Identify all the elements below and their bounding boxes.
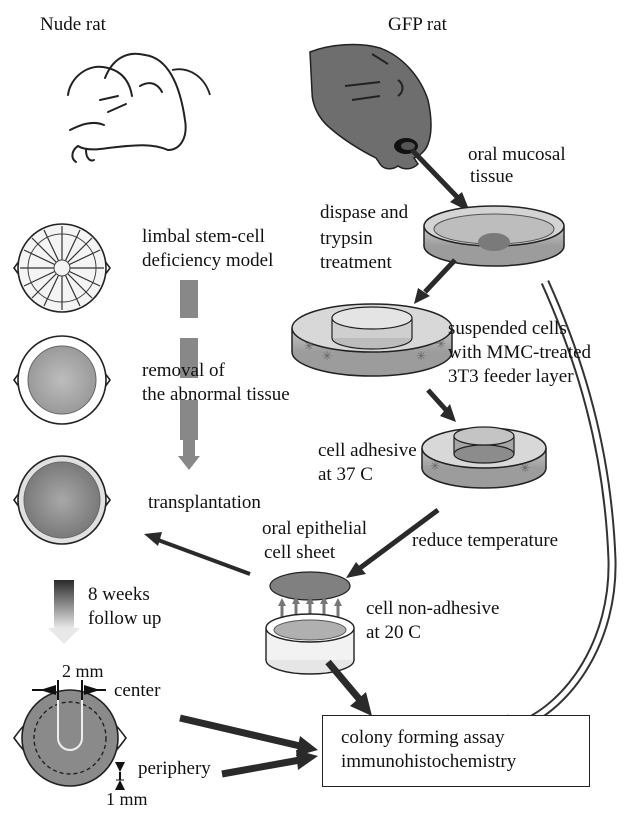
svg-text:✳: ✳ bbox=[322, 349, 332, 363]
suspended-label-line1: suspended cells bbox=[448, 318, 567, 340]
svg-text:✳: ✳ bbox=[436, 337, 446, 351]
arrow-dish1-to-dish2 bbox=[425, 260, 455, 292]
periphery-label: periphery bbox=[138, 758, 211, 780]
suspended-label-line2: with MMC-treated bbox=[448, 342, 591, 364]
adhesive-label-line2: at 37 C bbox=[318, 464, 373, 486]
follow-up-label-line1: 8 weeks bbox=[88, 584, 150, 606]
dish-adhesive-icon: ✳ ✳ bbox=[422, 427, 546, 488]
measure-1mm bbox=[115, 762, 125, 790]
removal-label-line1: removal of bbox=[142, 360, 225, 382]
svg-text:✳: ✳ bbox=[304, 339, 314, 353]
nude-rat-title: Nude rat bbox=[40, 14, 106, 36]
eye-analysis-icon bbox=[14, 690, 126, 786]
limbal-label-line1: limbal stem-cell bbox=[142, 226, 265, 248]
assay-line2: immunohistochemistry bbox=[341, 750, 589, 774]
eye-transplant-icon bbox=[14, 456, 110, 544]
limbal-label-line2: deficiency model bbox=[142, 250, 273, 272]
arrow-to-transplant bbox=[178, 456, 200, 470]
arrow-periphery-to-assay bbox=[222, 760, 300, 774]
removal-label-line2: the abnormal tissue bbox=[142, 384, 290, 406]
two-mm-label: 2 mm bbox=[62, 660, 104, 682]
arrow-center-to-assay bbox=[180, 718, 300, 746]
cell-sheet-icon bbox=[270, 572, 350, 620]
arrow-dish2-to-dish3 bbox=[428, 390, 446, 410]
svg-text:✳: ✳ bbox=[430, 459, 440, 473]
center-label: center bbox=[114, 680, 160, 702]
eye-lscd-icon bbox=[14, 224, 110, 312]
one-mm-label: 1 mm bbox=[106, 788, 148, 810]
cell-sheet-label-line1: oral epithelial bbox=[262, 518, 367, 540]
suspended-label-line3: 3T3 feeder layer bbox=[448, 366, 574, 388]
cell-sheet-label-line2: cell sheet bbox=[264, 542, 335, 564]
nude-rat-icon bbox=[68, 54, 186, 162]
oral-mucosal-label-line2: tissue bbox=[470, 166, 513, 188]
reduce-temperature-label: reduce temperature bbox=[412, 530, 558, 552]
dish-tissue-icon bbox=[424, 206, 564, 266]
follow-up-bar bbox=[54, 580, 74, 628]
svg-text:✳: ✳ bbox=[416, 349, 426, 363]
adhesive-label-line1: cell adhesive bbox=[318, 440, 417, 462]
oral-mucosal-label-line1: oral mucosal bbox=[468, 144, 566, 166]
transplantation-label: transplantation bbox=[148, 492, 261, 514]
assay-line1: colony forming assay bbox=[341, 726, 589, 750]
assay-result-box: colony forming assay immunohistochemistr… bbox=[322, 715, 590, 787]
gfp-rat-title: GFP rat bbox=[388, 14, 447, 36]
dispase-label-line1: dispase and bbox=[320, 202, 408, 224]
arrow-sheet-to-eye bbox=[158, 540, 250, 574]
dish-culture-icon: ✳ ✳ ✳ ✳ bbox=[292, 304, 452, 376]
arrow-mouth-to-dish bbox=[412, 150, 460, 200]
nonadhesive-label-line1: cell non-adhesive bbox=[366, 598, 499, 620]
dispase-label-line2: trypsin bbox=[320, 228, 373, 250]
nonadhesive-label-line2: at 20 C bbox=[366, 622, 421, 644]
eye-removal-icon bbox=[14, 336, 110, 424]
dish-nonadhesive-icon bbox=[266, 614, 354, 674]
follow-up-arrowhead bbox=[48, 628, 80, 644]
svg-text:✳: ✳ bbox=[520, 461, 530, 475]
follow-up-label-line2: follow up bbox=[88, 608, 161, 630]
dispase-label-line3: treatment bbox=[320, 252, 392, 274]
